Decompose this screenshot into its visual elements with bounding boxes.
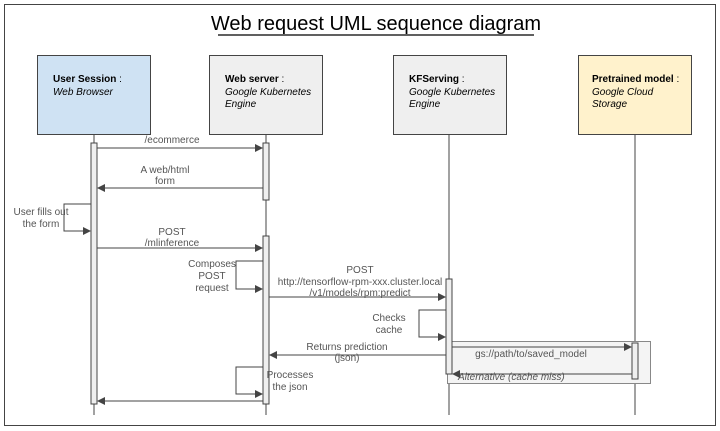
message-label-form: form (155, 176, 175, 187)
message-label-returns-prediction: (json) (334, 353, 359, 364)
message-label-post-kfserving: http://tensorflow-rpm-xxx.cluster.local (278, 277, 443, 288)
participant-box (209, 55, 323, 135)
message-label-post-kfserving: /v1/models/rpm:predict (309, 288, 410, 299)
activation-pretrained-model (631, 342, 639, 380)
participant-name: Pretrained model (592, 74, 674, 85)
participant-subtitle: Storage (592, 99, 627, 110)
self-call-label-processes: Processes (267, 370, 314, 381)
self-call-label-composes: POST (198, 271, 225, 282)
self-call-processes (235, 366, 263, 398)
alternative-fragment-label: Alternative (cache miss) (457, 372, 565, 383)
message-label-post: /mlinference (145, 238, 200, 249)
message-label-form: A web/html (141, 165, 190, 176)
participant-user-session: User Session : Web Browser (37, 55, 151, 135)
participant-subtitle: Google Cloud (592, 87, 654, 98)
message-label-returns-prediction: Returns prediction (306, 342, 387, 353)
self-call-checks-cache (418, 309, 446, 341)
self-call-label-processes: the json (272, 382, 307, 393)
participant-name: User Session (53, 74, 116, 85)
message-label-post: POST (158, 227, 185, 238)
svg-text:Pretrained model :: Pretrained model : (592, 74, 679, 85)
activation-kfserving (445, 278, 453, 375)
activation-web-server-1 (262, 142, 270, 201)
self-call-label-checks-cache: Checks (372, 313, 405, 324)
message-label-ecommerce: /ecommerce (144, 135, 199, 146)
self-call-label-composes: Composes (188, 259, 236, 270)
message-label-post-kfserving: POST (346, 265, 373, 276)
svg-text:KFServing :: KFServing : (409, 74, 465, 85)
participant-subtitle: Engine (225, 99, 257, 110)
self-call-label-user-fills: the form (23, 219, 60, 230)
participant-name: Web server (225, 74, 279, 85)
self-call-label-user-fills: User fills out (13, 207, 68, 218)
self-call-user-fills (63, 203, 91, 235)
participant-box (578, 55, 692, 135)
svg-text:User Session :: User Session : (53, 74, 122, 85)
participant-box (37, 55, 151, 135)
self-call-label-checks-cache: cache (376, 325, 403, 336)
participant-web-server: Web server : Google Kubernetes Engine (209, 55, 323, 135)
participant-name: KFServing (409, 74, 459, 85)
participant-kfserving: KFServing : Google Kubernetes Engine (393, 55, 507, 135)
svg-text:Web server :: Web server : (225, 74, 284, 85)
participant-subtitle: Web Browser (53, 87, 114, 98)
activation-user-session (90, 142, 98, 405)
participant-subtitle: Google Kubernetes (409, 87, 495, 98)
message-label-gs-path: gs://path/to/saved_model (475, 349, 587, 360)
activation-web-server-2 (262, 235, 270, 405)
participant-subtitle: Google Kubernetes (225, 87, 311, 98)
diagram-title: Web request UML sequence diagram (211, 13, 541, 35)
self-call-label-composes: request (195, 283, 229, 294)
alternative-fragment (447, 341, 651, 384)
self-call-composes (235, 260, 263, 293)
participant-box (393, 55, 507, 135)
participant-pretrained-model: Pretrained model : Google Cloud Storage (578, 55, 692, 135)
participant-subtitle: Engine (409, 99, 441, 110)
